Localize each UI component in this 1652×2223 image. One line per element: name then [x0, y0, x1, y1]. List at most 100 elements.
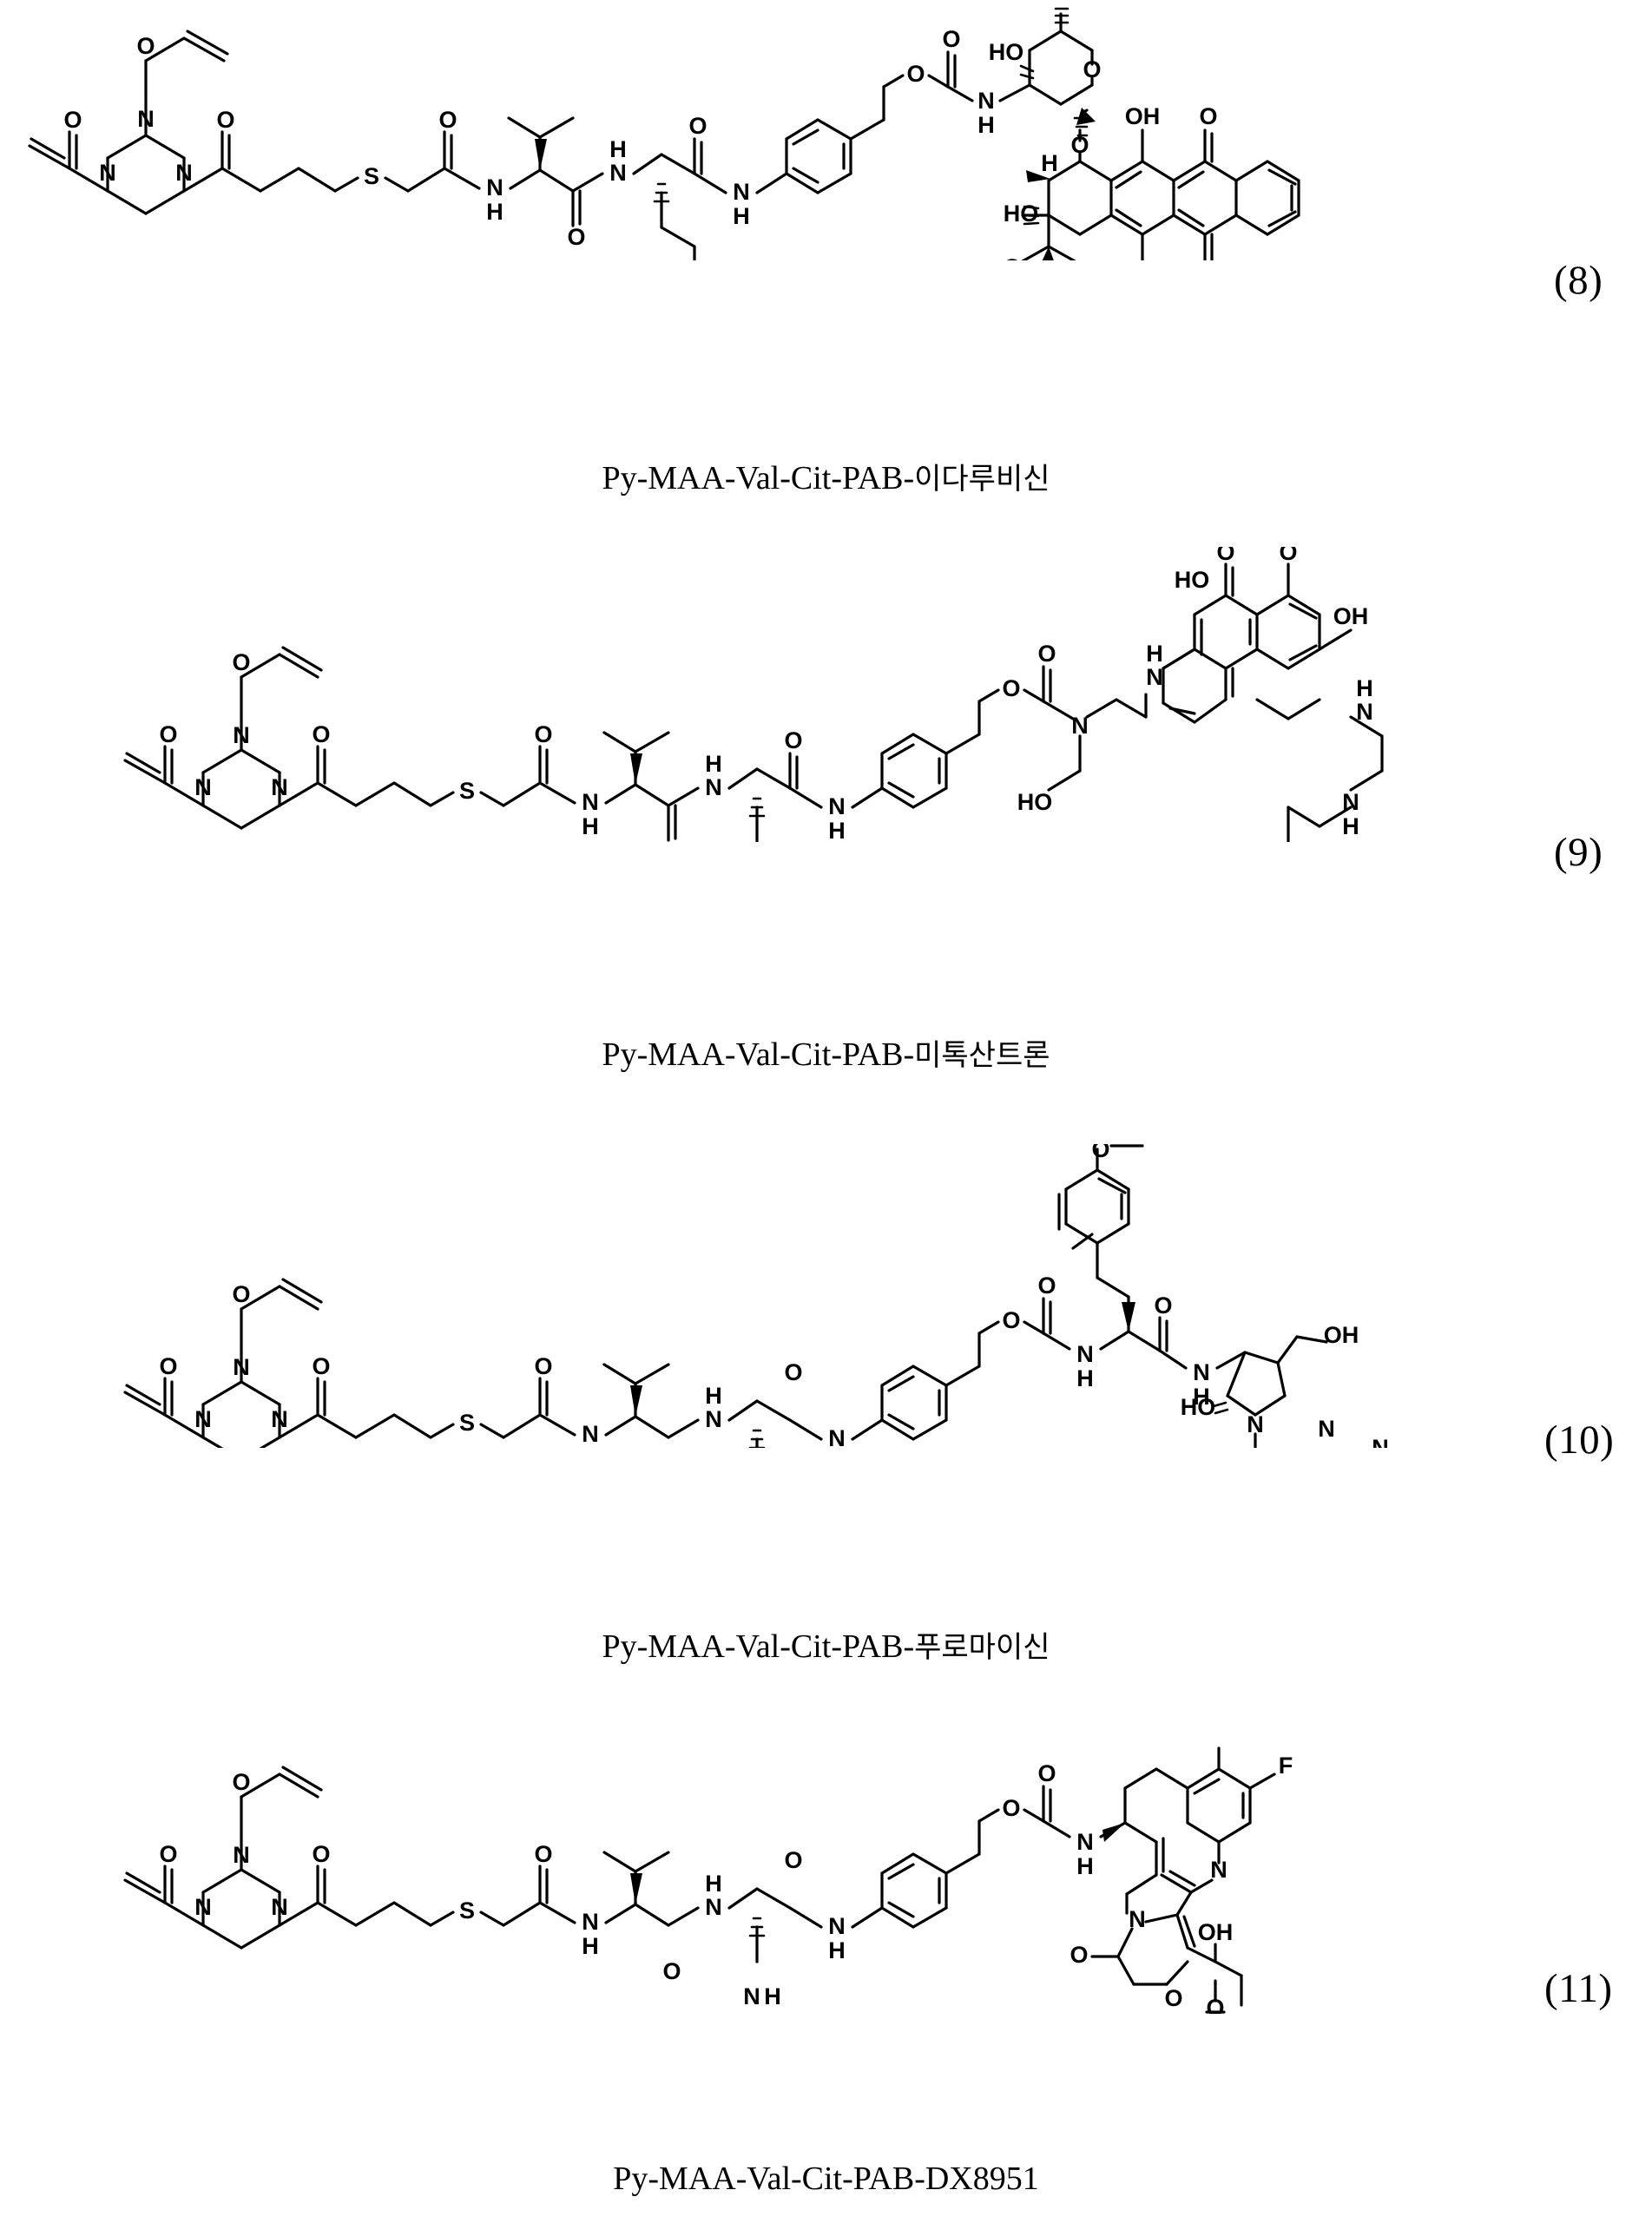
- svg-text:H: H: [1193, 1384, 1210, 1410]
- svg-text:O: O: [1083, 56, 1101, 82]
- equation-number-9: (9): [1554, 830, 1603, 875]
- svg-text:N: N: [582, 1421, 599, 1447]
- svg-text:N: N: [233, 722, 250, 748]
- svg-text:N: N: [271, 1894, 288, 1920]
- scheme-11-structure: O N N N O O S O N H O N H O N H N H O NH: [0, 1701, 1652, 2014]
- svg-text:O: O: [784, 727, 802, 753]
- chemical-structure-11: O N N N O O S O N H O N H O N H N H O NH: [123, 1746, 1293, 2014]
- svg-text:O: O: [1199, 103, 1217, 129]
- svg-text:O: O: [159, 1353, 177, 1379]
- svg-text:N: N: [1247, 1411, 1264, 1437]
- svg-text:H: H: [582, 1445, 599, 1448]
- svg-text:O: O: [159, 1841, 177, 1867]
- caption-10-latin: Py-MAA-Val-Cit-PAB-: [602, 1628, 915, 1665]
- svg-text:N: N: [137, 106, 155, 132]
- svg-text:OH: OH: [1324, 1322, 1359, 1348]
- svg-text:OH: OH: [1125, 103, 1161, 129]
- caption-8-korean: 이다루비신: [914, 462, 1050, 497]
- svg-text:H: H: [582, 813, 599, 839]
- svg-text:N: N: [977, 88, 995, 114]
- equation-number-11: (11): [1544, 1966, 1613, 2011]
- svg-text:N: N: [271, 1406, 288, 1432]
- caption-8-latin: Py-MAA-Val-Cit-PAB-: [602, 460, 915, 497]
- svg-text:N: N: [1076, 1341, 1094, 1367]
- svg-text:F: F: [1279, 1753, 1293, 1779]
- caption-scheme-9: Py-MAA-Val-Cit-PAB-미톡산트론: [0, 1031, 1652, 1074]
- svg-text:S: S: [459, 778, 475, 804]
- svg-text:H: H: [705, 1871, 722, 1897]
- svg-text:N: N: [609, 160, 627, 186]
- caption-10-korean: 푸로마이신: [914, 1630, 1050, 1665]
- svg-text:O: O: [688, 113, 707, 139]
- svg-text:H: H: [609, 136, 627, 162]
- svg-text:O: O: [534, 721, 552, 747]
- svg-text:O: O: [534, 1353, 552, 1379]
- svg-text:N: N: [743, 1983, 760, 2009]
- svg-text:O: O: [312, 721, 330, 747]
- svg-text:N: N: [582, 789, 599, 815]
- svg-text:N: N: [828, 1425, 846, 1448]
- svg-text:O: O: [1002, 1307, 1020, 1333]
- svg-text:O: O: [534, 1841, 552, 1867]
- svg-text:O: O: [567, 224, 585, 250]
- scheme-8-structure: O N N N O O S O N H O N H O N H N H O NH: [0, 0, 1652, 260]
- svg-text:O: O: [1037, 1273, 1056, 1299]
- svg-text:H: H: [582, 1933, 599, 1959]
- chemical-structure-8: O N N N O O S O N H O N H O N H N H O NH: [28, 7, 1300, 260]
- caption-scheme-11: Py-MAA-Val-Cit-PAB-DX8951: [0, 2160, 1652, 2198]
- svg-text:H: H: [705, 1383, 722, 1409]
- svg-text:H: H: [977, 112, 995, 138]
- svg-text:O: O: [942, 26, 960, 52]
- svg-text:N: N: [1318, 1416, 1335, 1442]
- svg-text:H: H: [764, 1983, 781, 2009]
- chemical-structure-10: O N N N O O S O N H O N H O N H N H O NH: [123, 1144, 1389, 1448]
- svg-text:O: O: [63, 107, 82, 133]
- svg-text:H: H: [828, 1937, 846, 1963]
- svg-text:N: N: [233, 1354, 250, 1380]
- caption-scheme-10: Py-MAA-Val-Cit-PAB-푸로마이신: [0, 1623, 1652, 1666]
- svg-text:O: O: [1070, 1942, 1088, 1968]
- svg-text:HO: HO: [1004, 201, 1039, 227]
- svg-text:O: O: [438, 107, 457, 133]
- svg-text:N: N: [705, 1406, 722, 1432]
- svg-text:N: N: [828, 1913, 846, 1939]
- svg-text:N: N: [175, 160, 193, 186]
- svg-text:H: H: [1076, 1365, 1094, 1391]
- caption-11-latin: Py-MAA-Val-Cit-PAB-DX8951: [613, 2161, 1039, 2197]
- svg-text:O: O: [1154, 1292, 1172, 1319]
- svg-text:HO: HO: [1252, 838, 1287, 842]
- svg-text:H: H: [1342, 813, 1359, 839]
- svg-text:N: N: [828, 793, 846, 819]
- svg-text:O: O: [1164, 1985, 1182, 2011]
- svg-text:O: O: [784, 1359, 802, 1385]
- svg-text:O: O: [232, 1769, 250, 1795]
- svg-text:N: N: [582, 1909, 599, 1935]
- scheme-9-structure: O N N N O O S O N H O N H O N H N H O NH: [0, 547, 1652, 842]
- svg-text:N: N: [194, 774, 212, 800]
- svg-text:N: N: [194, 1894, 212, 1920]
- svg-text:O: O: [1002, 675, 1020, 701]
- svg-text:N: N: [1372, 1435, 1389, 1448]
- svg-text:H: H: [1146, 641, 1163, 667]
- svg-text:O: O: [216, 107, 234, 133]
- svg-text:O: O: [1070, 132, 1089, 158]
- svg-text:S: S: [459, 1410, 475, 1436]
- svg-text:N: N: [1193, 1359, 1210, 1385]
- svg-text:N: N: [1076, 1829, 1094, 1855]
- svg-text:N: N: [1210, 1857, 1227, 1883]
- svg-text:O: O: [1216, 547, 1234, 565]
- svg-text:O: O: [1037, 1760, 1056, 1786]
- caption-9-latin: Py-MAA-Val-Cit-PAB-: [602, 1036, 915, 1073]
- scheme-10-structure: O N N N O O S O N H O N H O N H N H O NH: [0, 1144, 1652, 1448]
- svg-text:N: N: [99, 160, 116, 186]
- svg-text:O: O: [159, 721, 177, 747]
- equation-number-8: (8): [1554, 258, 1603, 303]
- svg-text:O: O: [136, 33, 155, 59]
- svg-text:HO: HO: [1181, 1394, 1216, 1420]
- svg-text:N: N: [705, 774, 722, 800]
- svg-text:O: O: [312, 1841, 330, 1867]
- svg-text:N: N: [1342, 789, 1359, 815]
- svg-text:N: N: [194, 1406, 212, 1432]
- svg-text:O: O: [1206, 1995, 1224, 2014]
- svg-text:H: H: [733, 203, 750, 229]
